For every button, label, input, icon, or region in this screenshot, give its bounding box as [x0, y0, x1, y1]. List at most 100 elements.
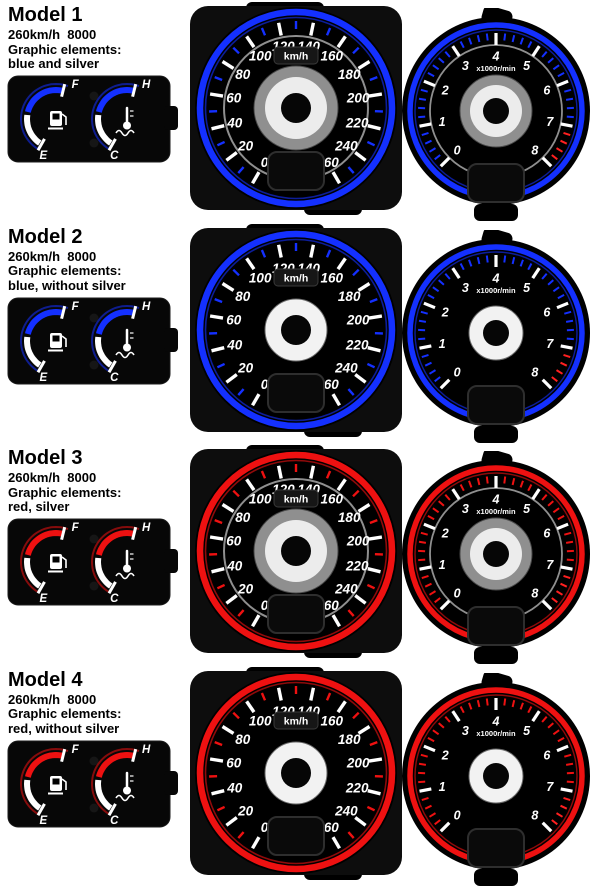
svg-text:180: 180: [338, 288, 361, 303]
svg-text:5: 5: [523, 59, 531, 73]
svg-text:4: 4: [492, 50, 500, 64]
fuel-empty-label: E: [39, 593, 47, 605]
svg-text:200: 200: [346, 90, 370, 105]
svg-text:180: 180: [338, 731, 361, 746]
model-title: Model 2: [8, 225, 83, 248]
svg-text:0: 0: [454, 365, 461, 379]
svg-text:8: 8: [531, 143, 538, 157]
svg-text:60: 60: [226, 755, 242, 770]
svg-text:160: 160: [321, 713, 344, 728]
temperature-icon: [115, 106, 135, 137]
svg-text:20: 20: [237, 803, 254, 818]
graphic-elements-value: red, silver: [8, 499, 70, 514]
svg-text:3: 3: [462, 502, 469, 516]
graphic-elements-label: Graphic elements:: [8, 484, 122, 500]
svg-text:200: 200: [346, 755, 370, 770]
panel-body: [7, 75, 178, 163]
model-title: Model 4: [8, 668, 83, 691]
speedometer-ticks: [209, 242, 383, 406]
svg-text:1: 1: [439, 558, 446, 572]
svg-text:160: 160: [321, 492, 344, 507]
fuel-full-label: F: [72, 744, 80, 756]
svg-text:20: 20: [237, 360, 254, 375]
svg-text:240: 240: [334, 138, 358, 153]
fuel-gauge: FE: [20, 522, 80, 605]
model-row: Model 3 260km/h 8000 Graphic elements: r…: [0, 443, 600, 665]
fuel-gauge: FE: [20, 744, 80, 827]
temperature-icon: [115, 328, 135, 358]
svg-text:60: 60: [226, 533, 242, 548]
svg-text:220: 220: [345, 559, 369, 574]
svg-text:100: 100: [249, 49, 272, 64]
tachometer-ticks: [418, 33, 574, 168]
temp-cold-label: C: [110, 593, 119, 605]
model-info: Model 4 260km/h 8000 Graphic elements: r…: [8, 669, 121, 737]
svg-text:2: 2: [441, 527, 449, 541]
svg-text:0: 0: [261, 820, 269, 835]
accent-outer-ring: [196, 230, 396, 429]
model-specs: 260km/h 8000: [8, 248, 97, 264]
reset-window: [467, 384, 525, 425]
reset-window: [467, 163, 525, 203]
temp-gauge: HC: [91, 522, 151, 605]
svg-text:100: 100: [249, 713, 272, 728]
svg-text:1: 1: [439, 337, 446, 351]
svg-text:240: 240: [334, 581, 358, 596]
svg-text:1: 1: [439, 780, 446, 794]
svg-text:180: 180: [338, 67, 361, 82]
tachometer-ticks: [418, 697, 574, 832]
accent-inner-ring: [204, 681, 388, 864]
tachometer-ticks: [418, 254, 574, 389]
svg-text:220: 220: [345, 337, 369, 352]
model-specs: 260km/h 8000: [8, 27, 97, 42]
accent-inner-ring: [204, 238, 388, 421]
svg-text:60: 60: [226, 90, 242, 105]
svg-text:7: 7: [546, 115, 554, 129]
svg-text:7: 7: [546, 780, 554, 794]
fuel-empty-label: E: [39, 150, 47, 162]
model-row: Model 4 260km/h 8000 Graphic elements: r…: [0, 665, 600, 886]
model-title: Model 3: [8, 447, 83, 469]
svg-text:4: 4: [492, 714, 500, 728]
svg-text:200: 200: [346, 533, 370, 548]
tachometer-hub: [459, 74, 533, 148]
speedometer-hub: [253, 508, 339, 594]
accent-outer-ring: [196, 8, 396, 208]
fuel-full-label: F: [72, 79, 80, 91]
svg-text:6: 6: [543, 748, 551, 762]
temp-cold-label: C: [110, 815, 119, 827]
speedometer-hub: [264, 298, 328, 361]
svg-text:0: 0: [261, 377, 269, 392]
svg-text:200: 200: [346, 312, 370, 327]
svg-text:8: 8: [531, 808, 538, 822]
svg-text:0: 0: [261, 598, 269, 613]
svg-text:220: 220: [345, 780, 369, 795]
fuel-gauge: FE: [20, 301, 80, 384]
svg-text:5: 5: [523, 502, 531, 516]
svg-text:80: 80: [235, 731, 251, 746]
svg-text:0: 0: [454, 143, 461, 157]
temperature-icon: [115, 549, 135, 580]
temp-gauge: HC: [91, 301, 151, 384]
temp-cold-label: C: [110, 372, 119, 384]
svg-text:160: 160: [321, 270, 344, 285]
svg-text:7: 7: [546, 558, 554, 572]
fuel-full-label: F: [72, 522, 80, 534]
tachometer-hub: [468, 305, 524, 360]
svg-text:40: 40: [226, 116, 243, 131]
graphic-elements-value: blue, without silver: [8, 277, 126, 293]
tach-unit-label: x1000r/min: [476, 507, 516, 516]
speedometer-ticks: [209, 685, 383, 849]
svg-text:2: 2: [441, 305, 449, 319]
